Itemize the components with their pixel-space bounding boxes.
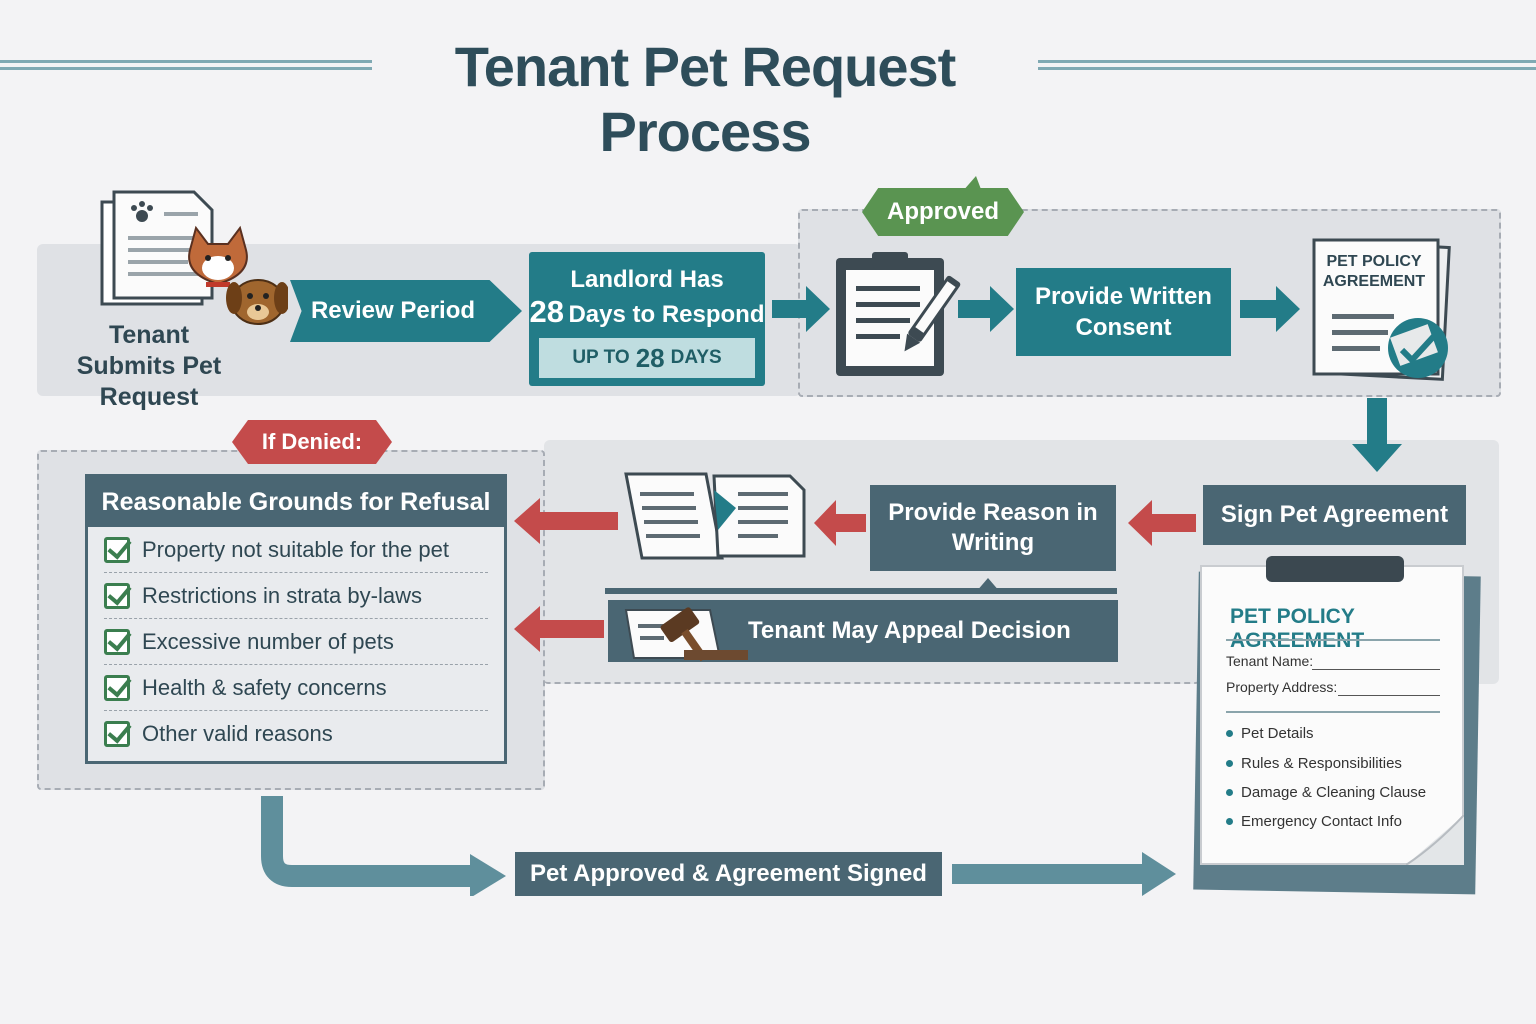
checkbox-checked-icon bbox=[104, 536, 130, 563]
landlord-line2: 28 Days to Respond bbox=[529, 294, 765, 330]
property-address-field: Property Address: bbox=[1226, 679, 1338, 695]
bullet-dot-icon bbox=[1226, 818, 1233, 825]
title-rule-left bbox=[0, 60, 372, 70]
up-to-days-badge: UP TO 28 DAYS bbox=[539, 338, 755, 378]
agreement-bullet: Pet Details bbox=[1226, 725, 1314, 742]
landlord-line1: Landlord Has bbox=[570, 266, 724, 293]
gavel-icon bbox=[624, 607, 748, 662]
tenant-name-field: Tenant Name: bbox=[1226, 653, 1314, 669]
agreement-bullet-label: Pet Details bbox=[1241, 725, 1314, 742]
landlord-days-text: Days to Respond bbox=[568, 301, 765, 328]
page-title: Tenant Pet Request Process bbox=[454, 35, 957, 163]
agreement-title-rule bbox=[1226, 639, 1440, 641]
tenant-name-line bbox=[1312, 669, 1440, 670]
refusal-grounds-heading: Reasonable Grounds for Refusal bbox=[88, 477, 504, 527]
agreement-doc-title: PET POLICY AGREEMENT bbox=[1230, 605, 1365, 652]
review-period-arrow: Review Period bbox=[290, 280, 522, 342]
open-documents-icon bbox=[624, 472, 806, 560]
bottom-connector-arrow bbox=[261, 796, 506, 896]
refusal-item: Health & safety concerns bbox=[104, 665, 488, 711]
landlord-days-number: 28 bbox=[529, 294, 564, 329]
landlord-box: Landlord Has 28 Days to Respond UP TO 28… bbox=[529, 252, 765, 386]
appeal-up-caret bbox=[976, 578, 1000, 592]
arrow-to-consent bbox=[958, 286, 1014, 332]
refusal-item-label: Other valid reasons bbox=[142, 721, 333, 746]
agreement-section-rule bbox=[1226, 711, 1440, 713]
up-to-number: 28 bbox=[635, 342, 665, 373]
red-arrow-to-refusal bbox=[514, 498, 618, 544]
red-arrow-from-appeal bbox=[514, 606, 604, 652]
clipboard-clip-icon bbox=[1266, 556, 1404, 582]
checkbox-checked-icon bbox=[104, 721, 130, 747]
refusal-item-label: Restrictions in strata by-laws bbox=[142, 582, 422, 608]
refusal-item: Excessive number of pets bbox=[104, 619, 488, 665]
written-consent-label: Provide Written Consent bbox=[1035, 283, 1212, 341]
sign-agreement-label: Sign Pet Agreement bbox=[1220, 501, 1449, 528]
arrow-to-policy bbox=[1240, 286, 1300, 332]
agreement-bullet: Damage & Cleaning Clause bbox=[1226, 784, 1426, 801]
page-curl-icon bbox=[1406, 815, 1464, 865]
up-to-suffix: DAYS bbox=[670, 347, 722, 368]
agreement-bullet-label: Emergency Contact Info bbox=[1241, 813, 1402, 830]
pet-policy-icon-text: PET POLICY AGREEMENT bbox=[1322, 253, 1426, 290]
written-consent-box: Provide Written Consent bbox=[1016, 268, 1231, 356]
arrow-to-agreement bbox=[952, 852, 1176, 896]
agreement-bullet-label: Damage & Cleaning Clause bbox=[1241, 784, 1427, 801]
refusal-item: Other valid reasons bbox=[104, 711, 488, 757]
middle-dash bbox=[544, 450, 1199, 684]
refusal-grounds-panel: Reasonable Grounds for Refusal Property … bbox=[85, 474, 507, 764]
up-to-prefix: UP TO bbox=[572, 347, 630, 368]
final-outcome-label: Pet Approved & Agreement Signed bbox=[530, 860, 927, 887]
red-arrow-to-docs bbox=[814, 500, 866, 546]
final-outcome-box: Pet Approved & Agreement Signed bbox=[515, 852, 942, 896]
arrow-to-clipboard bbox=[772, 286, 830, 332]
pet-request-document-icon bbox=[100, 190, 288, 325]
agreement-bullet: Emergency Contact Info bbox=[1226, 813, 1402, 830]
clipboard-pen-icon bbox=[836, 252, 961, 376]
refusal-item: Restrictions in strata by-laws bbox=[104, 573, 488, 619]
red-arrow-to-reason bbox=[1128, 500, 1196, 546]
refusal-item: Property not suitable for the pet bbox=[104, 527, 488, 573]
bullet-dot-icon bbox=[1226, 730, 1233, 737]
checkbox-checked-icon bbox=[104, 674, 130, 701]
checkbox-checked-icon bbox=[104, 582, 130, 609]
arrow-down-to-sign bbox=[1352, 398, 1402, 472]
sign-agreement-box: Sign Pet Agreement bbox=[1203, 485, 1466, 545]
appeal-divider bbox=[605, 588, 1117, 594]
pet-policy-document-icon bbox=[1312, 238, 1451, 381]
property-address-line bbox=[1338, 695, 1440, 696]
review-period-label: Review Period bbox=[310, 297, 476, 324]
bullet-dot-icon bbox=[1226, 760, 1233, 767]
bullet-dot-icon bbox=[1226, 789, 1233, 796]
refusal-item-label: Excessive number of pets bbox=[142, 628, 394, 654]
title-rule-right bbox=[1038, 60, 1536, 70]
agreement-document: PET POLICY AGREEMENT Tenant Name: Proper… bbox=[1200, 565, 1464, 865]
refusal-item-label: Health & safety concerns bbox=[142, 674, 387, 700]
agreement-bullet-label: Rules & Responsibilities bbox=[1241, 755, 1402, 772]
reason-in-writing-label: Provide Reason in Writing bbox=[888, 499, 1098, 556]
approved-tag-notch bbox=[962, 176, 982, 192]
if-denied-tag: If Denied: bbox=[232, 420, 392, 464]
appeal-label: Tenant May Appeal Decision bbox=[748, 617, 1071, 644]
agreement-bullet: Rules & Responsibilities bbox=[1226, 755, 1402, 772]
checkbox-checked-icon bbox=[104, 628, 130, 655]
reason-in-writing-box: Provide Reason in Writing bbox=[870, 485, 1116, 571]
approved-tag: Approved bbox=[862, 188, 1024, 236]
refusal-item-label: Property not suitable for the pet bbox=[142, 536, 449, 562]
start-label: Tenant Submits Pet Request bbox=[76, 321, 222, 411]
